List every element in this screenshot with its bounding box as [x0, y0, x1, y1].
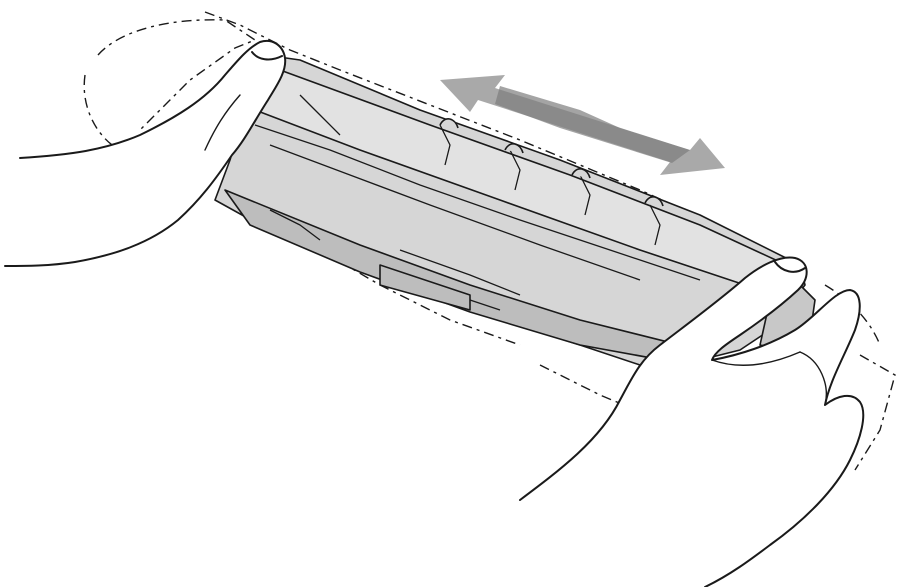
- illustration-canvas: [0, 0, 904, 587]
